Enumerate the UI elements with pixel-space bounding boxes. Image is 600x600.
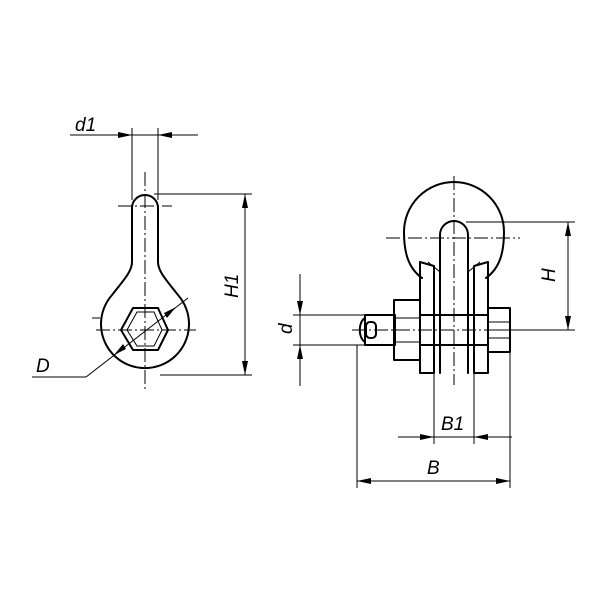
side-view-outline (100, 194, 190, 370)
dim-label-d1: d1 (75, 115, 96, 136)
dim-label-d: d (276, 322, 297, 334)
dimension-d: d (276, 274, 365, 386)
side-view (92, 172, 196, 392)
front-view (352, 176, 522, 385)
dimension-diameter: D (32, 297, 189, 378)
dimension-b: B (356, 345, 511, 488)
dimension-h: H (466, 221, 575, 331)
dim-label-b: B (427, 458, 440, 479)
dim-label-h: H (539, 268, 560, 282)
dimension-h1: H1 (154, 193, 252, 376)
dim-label-b1: B1 (441, 414, 464, 435)
dimension-b1: B1 (398, 373, 512, 444)
dimension-d1: d1 (70, 115, 198, 200)
dim-label-h1: H1 (222, 274, 243, 298)
dim-label-big-d: D (36, 356, 50, 377)
